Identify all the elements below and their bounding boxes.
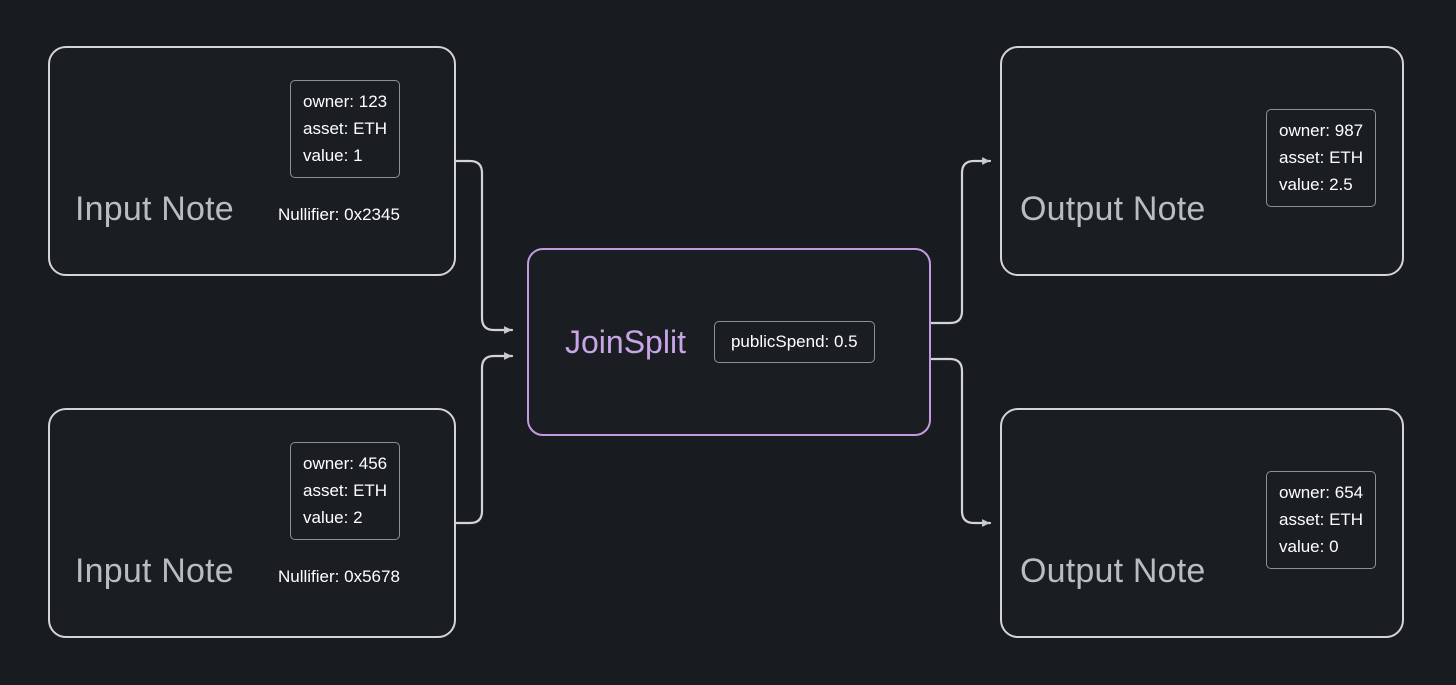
node-input-note-2-title: Input Note [75, 552, 234, 590]
node-output-note-2-attributes: owner: 654 asset: ETH value: 0 [1266, 471, 1377, 569]
attr-owner: owner: 987 [1279, 121, 1364, 140]
attr-asset: asset: ETH [1279, 510, 1364, 529]
node-input-note-1[interactable]: Input Note owner: 123 asset: ETH value: … [48, 46, 456, 276]
node-output-note-2[interactable]: Output Note owner: 654 asset: ETH value:… [1000, 408, 1404, 638]
attr-asset: asset: ETH [1279, 148, 1364, 167]
edge-input2-to-joinsplit [454, 352, 514, 525]
node-input-note-2-attributes: owner: 456 asset: ETH value: 2 [290, 442, 401, 540]
node-output-note-1-title: Output Note [1020, 190, 1206, 228]
edge-joinsplit-to-output2 [929, 357, 992, 527]
node-output-note-2-body: Output Note owner: 654 asset: ETH value:… [1002, 410, 1402, 636]
attr-value: value: 2 [303, 508, 363, 527]
node-joinsplit-title: JoinSplit [565, 323, 686, 360]
node-joinsplit[interactable]: JoinSplit publicSpend: 0.5 [527, 248, 931, 436]
attr-value: value: 0 [1279, 537, 1339, 556]
node-input-note-2-body: Input Note owner: 456 asset: ETH value: … [50, 410, 454, 636]
attr-value: value: 2.5 [1279, 175, 1353, 194]
node-input-note-2-nullifier: Nullifier: 0x5678 [278, 567, 400, 586]
attr-asset: asset: ETH [303, 119, 388, 138]
node-input-note-1-attributes: owner: 123 asset: ETH value: 1 [290, 80, 401, 178]
edge-joinsplit-to-output1 [929, 157, 992, 325]
joinsplit-publicspend-pill: publicSpend: 0.5 [713, 321, 875, 363]
attr-owner: owner: 123 [303, 92, 388, 111]
edge-input1-to-joinsplit [454, 159, 514, 334]
node-output-note-1-body: Output Note owner: 987 asset: ETH value:… [1002, 48, 1402, 274]
node-input-note-1-title: Input Note [75, 190, 234, 228]
node-input-note-2[interactable]: Input Note owner: 456 asset: ETH value: … [48, 408, 456, 638]
attr-owner: owner: 456 [303, 454, 388, 473]
attr-asset: asset: ETH [303, 481, 388, 500]
node-input-note-1-body: Input Note owner: 123 asset: ETH value: … [50, 48, 454, 274]
node-output-note-1[interactable]: Output Note owner: 987 asset: ETH value:… [1000, 46, 1404, 276]
node-output-note-2-title: Output Note [1020, 552, 1206, 590]
attr-value: value: 1 [303, 146, 363, 165]
node-input-note-1-nullifier: Nullifier: 0x2345 [278, 205, 400, 224]
attr-owner: owner: 654 [1279, 483, 1364, 502]
node-output-note-1-attributes: owner: 987 asset: ETH value: 2.5 [1266, 109, 1377, 207]
